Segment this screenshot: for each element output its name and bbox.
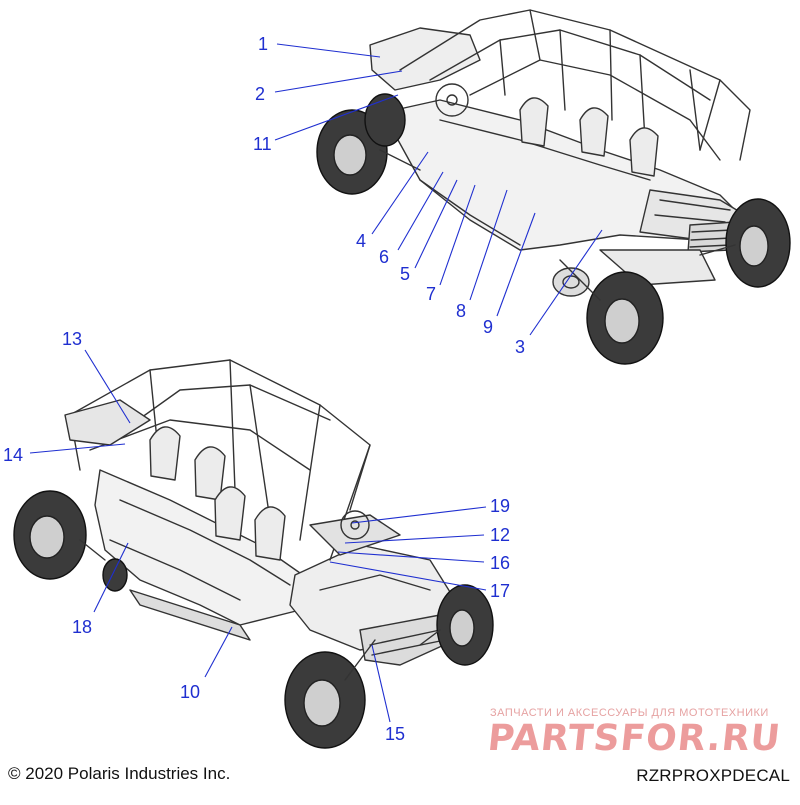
callout-16: 16 xyxy=(490,553,511,573)
callout-12: 12 xyxy=(490,525,511,545)
callout-10: 10 xyxy=(180,682,201,702)
callout-3: 3 xyxy=(515,337,526,357)
callout-1: 1 xyxy=(258,34,269,54)
watermark-tagline: ЗАПЧАСТИ И АКСЕССУАРЫ ДЛЯ МОТОТЕХНИКИ xyxy=(490,707,769,719)
callout-13: 13 xyxy=(62,329,83,349)
top-vehicle xyxy=(316,9,791,365)
callout-18: 18 xyxy=(72,617,93,637)
callout-2: 2 xyxy=(255,84,266,104)
callout-14: 14 xyxy=(3,445,24,465)
copyright-notice: © 2020 Polaris Industries Inc. xyxy=(8,764,231,783)
diagram-code: RZRPROXPDECAL xyxy=(636,766,790,785)
callout-6: 6 xyxy=(379,247,390,267)
callout-9: 9 xyxy=(483,317,494,337)
bottom-vehicle xyxy=(13,359,494,749)
callout-11: 11 xyxy=(253,134,272,154)
callout-15: 15 xyxy=(385,724,406,744)
callout-19: 19 xyxy=(490,496,511,516)
callout-17: 17 xyxy=(490,581,511,601)
callout-4: 4 xyxy=(356,231,367,251)
callout-7: 7 xyxy=(426,284,437,304)
leader-lines xyxy=(29,43,603,723)
watermark-logo: PARTSFOR.RU xyxy=(485,718,783,759)
callout-5: 5 xyxy=(400,264,411,284)
callout-8: 8 xyxy=(456,301,467,321)
